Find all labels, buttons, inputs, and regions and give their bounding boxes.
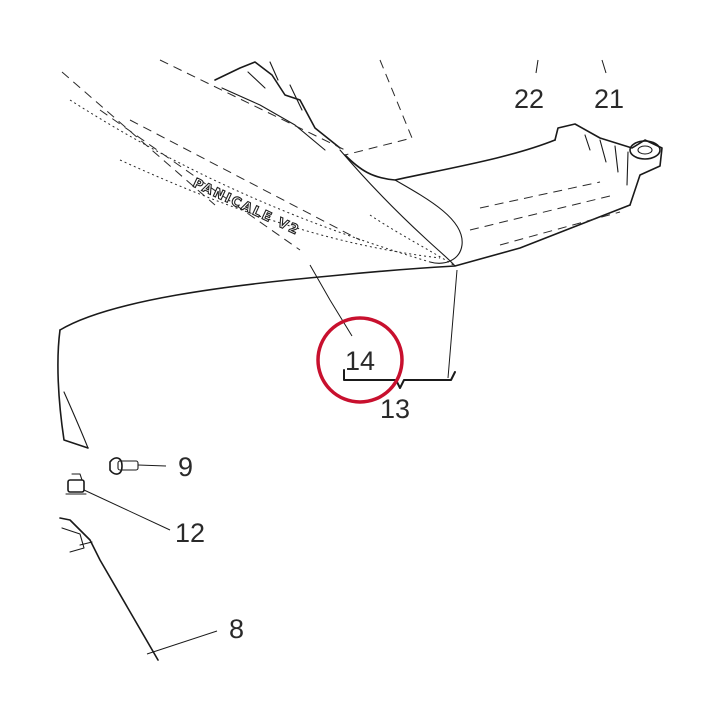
group-bracket-13	[343, 369, 456, 389]
mounting-boss	[629, 140, 661, 160]
leader-22	[535, 59, 539, 74]
side-panel	[59, 517, 159, 661]
part-labels: 22 21 14 13 9 12 8	[175, 84, 624, 644]
fairing-dome-dotted	[369, 214, 456, 267]
label-9: 9	[178, 452, 193, 482]
label-12: 12	[175, 518, 205, 548]
mounting-boss-hole	[637, 145, 653, 155]
fairing-right-ribs	[584, 134, 629, 186]
label-22: 22	[514, 84, 544, 114]
upper-bracket-arm	[214, 61, 341, 149]
screw-head	[109, 457, 123, 475]
fairing-lower-edge	[59, 204, 631, 331]
leader-8	[146, 630, 218, 655]
nut-flange	[65, 473, 87, 495]
leader-13	[447, 269, 458, 379]
leaders	[83, 59, 607, 655]
screw	[109, 457, 139, 475]
hidden-line-3	[469, 181, 621, 246]
nut	[65, 473, 87, 495]
hidden-line-1	[61, 71, 361, 251]
fairing-left-edge	[57, 329, 89, 449]
leader-14	[309, 264, 353, 337]
dotted-line-1	[69, 99, 441, 263]
label-13: 13	[380, 394, 410, 424]
fairing-left-inner-edge	[63, 391, 89, 449]
highlight-circle	[316, 316, 404, 404]
fairing-dome	[394, 179, 463, 264]
leader-21	[601, 59, 607, 74]
upper-bracket-arm-inner	[221, 61, 326, 151]
label-8: 8	[229, 614, 244, 644]
label-21: 21	[594, 84, 624, 114]
side-panel-inner-edge	[61, 527, 93, 553]
fairing-upper-edge	[344, 139, 556, 181]
fairing-crease	[339, 149, 456, 267]
fairing-right-end	[554, 123, 663, 206]
hidden-line-2	[159, 59, 413, 156]
leader-9	[137, 464, 167, 467]
leader-12	[83, 489, 171, 531]
fairing-body: PANICALE V2	[57, 59, 663, 449]
nut-body	[67, 479, 85, 493]
label-14: 14	[345, 346, 375, 376]
side-panel-edge	[59, 517, 159, 661]
panicale-decal: PANICALE V2	[190, 176, 302, 239]
